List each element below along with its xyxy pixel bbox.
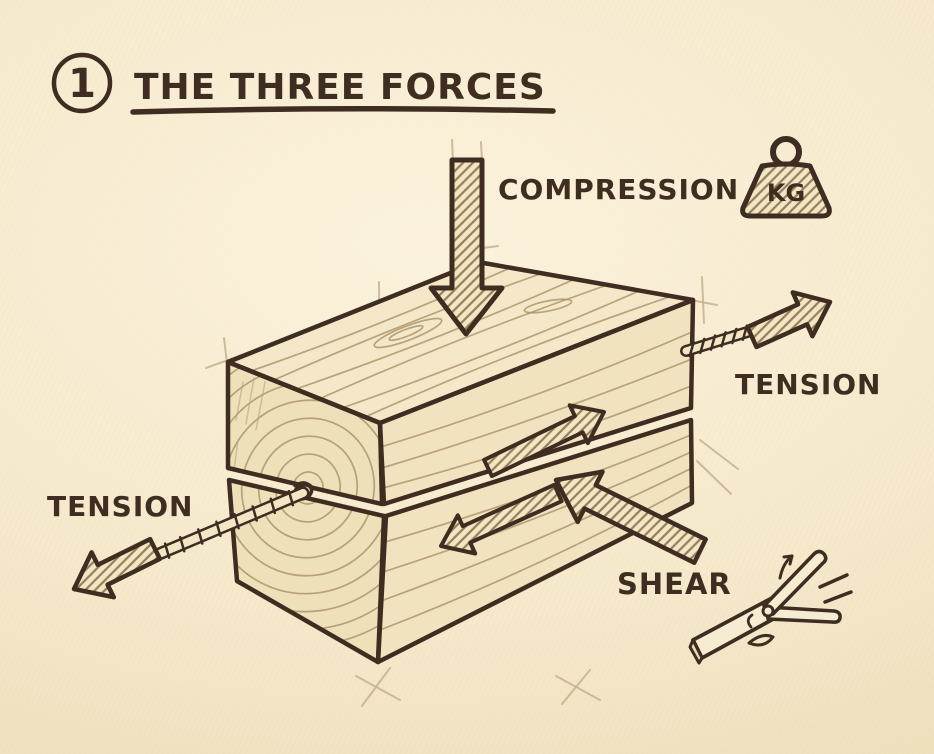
rope-right <box>680 323 763 358</box>
compression-arrow <box>428 157 505 337</box>
wood-grain-top <box>250 267 673 418</box>
step-number-badge <box>51 52 113 114</box>
block-top-face <box>228 262 693 423</box>
rope-left <box>145 481 314 564</box>
shear-label: SHEAR <box>617 567 732 601</box>
tension-right-label: TENSION <box>735 368 881 401</box>
title-group: 1 THE THREE FORCES <box>51 52 556 115</box>
broken-stick-icon <box>688 549 853 665</box>
wood-block <box>225 259 696 665</box>
shear-arrow-inward <box>553 469 708 565</box>
compression-label: COMPRESSION <box>498 173 739 206</box>
kg-label: KG <box>767 179 805 207</box>
step-number: 1 <box>68 61 96 107</box>
title-underline <box>130 105 556 115</box>
block-right-face-upper <box>380 300 693 504</box>
block-outline <box>225 259 696 665</box>
kg-weight-icon: KG <box>740 136 832 219</box>
block-left-face-upper <box>228 362 382 504</box>
tension-left-label: TENSION <box>47 490 193 523</box>
shear-arrow-lower <box>439 482 564 556</box>
block-left-face-lower <box>229 480 384 662</box>
pencil-shading <box>233 377 266 471</box>
tension-arrow-left <box>71 536 163 600</box>
page-title: THE THREE FORCES <box>134 67 546 108</box>
shear-arrow-upper <box>482 403 606 479</box>
tension-arrow-right <box>745 290 833 350</box>
